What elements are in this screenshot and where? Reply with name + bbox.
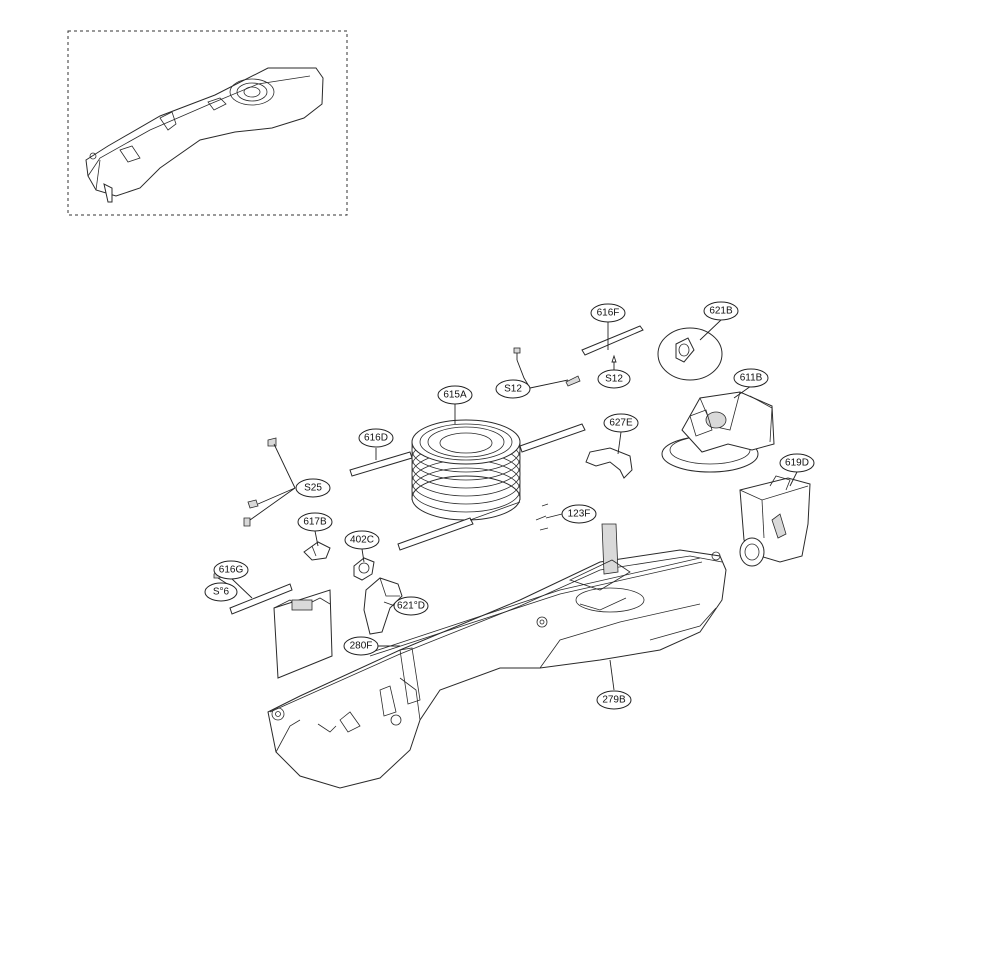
- callout-S25: S25: [295, 478, 331, 498]
- screw-S12-b: [565, 375, 581, 387]
- callout-label-S12-right: S12: [605, 374, 623, 385]
- coil-615A: [411, 419, 521, 521]
- seal-280F: [369, 557, 703, 657]
- callout-label-S12-left: S12: [504, 384, 522, 395]
- callout-S12-right: S12: [597, 369, 631, 389]
- callout-615A: 615A: [437, 385, 473, 405]
- rod-616D: [349, 423, 586, 551]
- callout-617B: 617B: [297, 512, 333, 532]
- plate-616G-cover: [273, 589, 333, 679]
- fitting-621D: [363, 577, 403, 635]
- valve-621B: [657, 327, 723, 381]
- ring-402C: [353, 557, 375, 581]
- callout-label-280F: 280F: [350, 641, 373, 652]
- callout-label-616F: 616F: [597, 308, 620, 319]
- clip-627E: [585, 447, 633, 479]
- pin-616G: [229, 583, 293, 615]
- callout-S12-left: S12: [495, 379, 531, 399]
- callout-label-627E: 627E: [609, 418, 633, 429]
- callout-611B: 611B: [733, 368, 769, 388]
- callout-616G: 616G: [213, 560, 249, 580]
- pin-123F: [535, 503, 549, 531]
- callout-616F: 616F: [590, 303, 626, 323]
- callout-619D: 619D: [779, 453, 815, 473]
- callout-label-616G: 616G: [219, 565, 244, 576]
- callout-S16: S°6: [204, 582, 238, 602]
- callout-label-621B: 621B: [709, 306, 733, 317]
- callout-280F: 280F: [343, 636, 379, 656]
- screw-S12-c: [611, 354, 617, 363]
- housing-279B: [267, 523, 727, 789]
- assembly-overview-inset: [67, 30, 348, 216]
- callout-402C: 402C: [344, 530, 380, 550]
- callout-label-402C: 402C: [350, 535, 374, 546]
- callout-label-279B: 279B: [602, 695, 626, 706]
- screw-S25-b: [247, 499, 259, 509]
- inset-assembled-housing: [85, 67, 324, 203]
- callout-label-617B: 617B: [303, 517, 327, 528]
- callout-label-S25: S25: [304, 483, 322, 494]
- callout-label-619D: 619D: [785, 458, 809, 469]
- callout-279B: 279B: [596, 690, 632, 710]
- callout-621D: 621°D: [393, 596, 429, 616]
- callout-621B: 621B: [703, 301, 739, 321]
- callout-label-611B: 611B: [740, 373, 763, 384]
- clip-617B: [303, 541, 331, 561]
- callout-616D: 616D: [358, 428, 394, 448]
- screw-S12-a: [513, 347, 521, 360]
- callout-label-615A: 615A: [443, 390, 467, 401]
- callout-label-621D: 621°D: [397, 601, 425, 612]
- callout-123F: 123F: [561, 504, 597, 524]
- callout-627E: 627E: [603, 413, 639, 433]
- callout-label-616D: 616D: [364, 433, 388, 444]
- callout-label-S16: S°6: [213, 587, 230, 598]
- screw-S25-c: [243, 517, 251, 527]
- valve-619D: [739, 475, 811, 567]
- callout-label-123F: 123F: [568, 509, 591, 520]
- bracket-611B: [661, 391, 775, 473]
- pin-616F: [581, 325, 644, 356]
